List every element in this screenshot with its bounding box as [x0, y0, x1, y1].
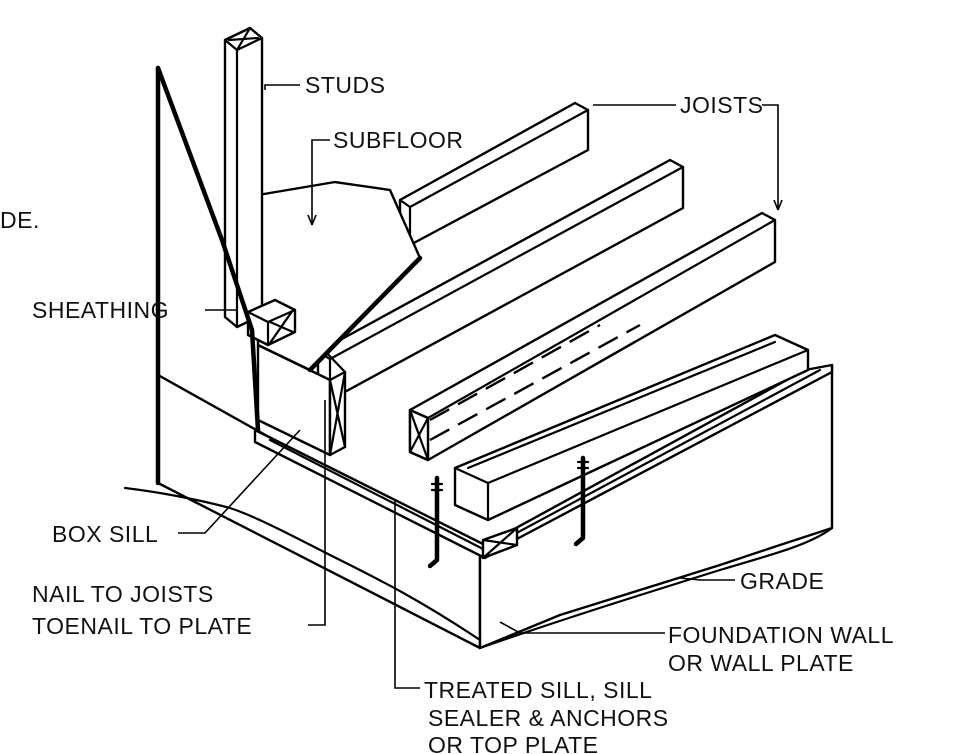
foundation-wall: [123, 363, 834, 650]
box-sill: [256, 323, 347, 457]
label-grade: GRADE: [740, 568, 824, 594]
subfloor-edge: [307, 255, 423, 373]
sheathing-edge: [155, 65, 261, 433]
labels: STUDS SUBFLOOR JOISTS DE. SHEATHING BOX …: [0, 72, 894, 754]
leader-box-sill: [178, 429, 301, 534]
label-foundation-line1: FOUNDATION WALL: [668, 622, 894, 648]
label-nail-line1: NAIL TO JOISTS: [32, 581, 214, 607]
joist-front: [408, 211, 777, 462]
label-nail-line2: TOENAIL TO PLATE: [32, 613, 252, 639]
sill-end-hatch: [481, 526, 519, 560]
leader-lines: [178, 84, 783, 689]
label-treated-line3: OR TOP PLATE: [428, 732, 598, 754]
anchor-bolt-left-shaft: [427, 475, 440, 569]
anchor-bolt-left-nut: [430, 482, 444, 492]
foundation-right-face: [478, 363, 834, 650]
label-subfloor: SUBFLOOR: [333, 127, 464, 153]
label-cut-off: DE.: [0, 207, 40, 233]
label-box-sill: BOX SILL: [52, 521, 158, 547]
anchor-bolt-right: [573, 455, 590, 547]
label-studs: STUDS: [305, 72, 385, 98]
label-foundation-line2: OR WALL PLATE: [668, 650, 854, 676]
leader-joists-arrow: [773, 199, 783, 211]
label-sheathing: SHEATHING: [32, 297, 169, 323]
sill-plate-body: [253, 363, 834, 560]
sill-plate: [253, 363, 834, 560]
joist-front-end-hatch: [408, 408, 430, 462]
stud-top-hatch: [227, 26, 260, 52]
subfloor: [256, 180, 423, 373]
sole-plate-edges: [246, 308, 297, 347]
sole-plate: [246, 298, 297, 347]
leader-subfloor-arrow: [307, 214, 317, 226]
joist-hidden-line-2: [429, 323, 641, 442]
right-plate-body: [453, 333, 810, 522]
leader-studs: [264, 84, 300, 90]
anchor-bolt-left: [427, 475, 444, 569]
stud: [223, 26, 264, 329]
box-sill-end-hatch: [328, 370, 347, 457]
sheathing: [155, 65, 261, 486]
right-plate: [453, 333, 810, 522]
leader-subfloor: [311, 139, 330, 225]
right-plate-inner: [466, 340, 777, 470]
label-treated-line2: SEALER & ANCHORS: [428, 705, 669, 731]
leader-joists-right: [762, 104, 779, 210]
anchor-bolt-right-nut: [576, 460, 590, 470]
anchor-bolt-right-shaft: [573, 455, 586, 547]
grade-line-right: [478, 526, 834, 650]
leader-grade: [679, 577, 735, 581]
stud-body: [223, 26, 264, 329]
right-plate-edges: [453, 348, 810, 522]
grade-line-left: [123, 486, 482, 642]
label-joists: JOISTS: [680, 92, 764, 118]
anchor-bolts: [427, 455, 590, 569]
joist-hidden-line-1: [429, 323, 601, 422]
leader-foundation: [499, 621, 665, 634]
leader-treated-sill: [394, 500, 420, 689]
label-treated-line1: TREATED SILL, SILL: [424, 677, 652, 703]
leader-nail: [308, 400, 326, 626]
